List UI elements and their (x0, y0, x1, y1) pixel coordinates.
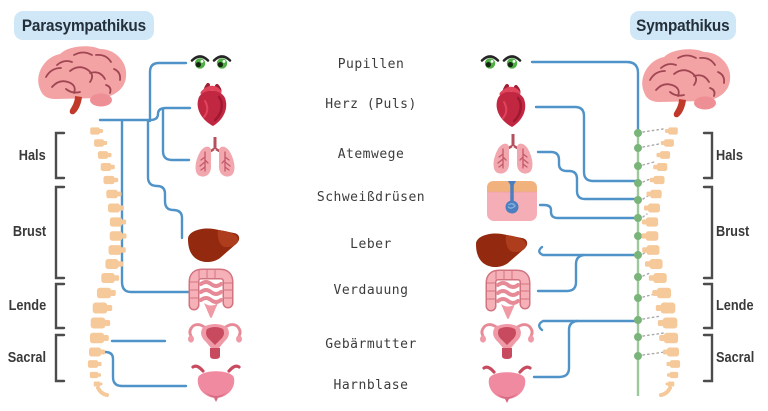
line-uterus-to-trunk (538, 319, 637, 332)
organ-label-schweissdruesen: Schweißdrüsen (316, 190, 426, 205)
liver-icon (188, 228, 240, 263)
segment-label-right-lende: Lende (716, 297, 754, 314)
bracket-right-sacral (702, 333, 714, 383)
line-brain-to-lungs (161, 107, 191, 162)
parasympathetic-lines (98, 61, 192, 388)
title-parasympathikus-label: Parasympathikus (21, 15, 147, 35)
segment-label-left-hals: Hals (19, 147, 46, 164)
uterus-icon-right (478, 322, 536, 361)
brain-icon-right (641, 48, 732, 119)
segment-label-right-hals: Hals (716, 147, 743, 164)
line-brain-to-eyes (148, 61, 188, 123)
organ-label-atemwege: Atemwege (337, 147, 405, 162)
bracket-left-lende (54, 282, 66, 330)
spine-left (87, 127, 127, 397)
liver-icon-right (476, 233, 528, 268)
organ-label-harnblase: Harnblase (333, 378, 409, 393)
eyes-icon (190, 54, 232, 72)
bladder-icon (191, 364, 241, 404)
line-lungs-to-trunk (536, 150, 637, 201)
segment-label-right-brust: Brust (716, 223, 750, 240)
heart-icon (198, 85, 227, 126)
bracket-right-hals (702, 131, 714, 180)
segment-label-right-sacral: Sacral (716, 349, 755, 366)
segment-label-left-lende: Lende (8, 297, 46, 314)
title-sympathikus-label: Sympathikus (636, 15, 730, 35)
line-digestion-to-trunk (536, 253, 586, 293)
intestines-icon-right (487, 271, 529, 319)
title-sympathikus: Sympathikus (630, 11, 736, 40)
line-heart-to-trunk (534, 105, 637, 183)
lungs-icon-right (492, 132, 534, 176)
title-parasympathikus: Parasympathikus (14, 11, 154, 40)
spine-right (641, 127, 681, 397)
sympathetic-lines (530, 60, 640, 379)
line-sacral-to-bladder (103, 350, 188, 388)
bracket-right-brust (702, 185, 714, 280)
line-brain-to-liver (146, 119, 184, 240)
line-brain-to-heart (148, 106, 192, 122)
uterus-icon (186, 322, 244, 361)
segment-label-left-sacral: Sacral (7, 349, 46, 366)
brain-icon (37, 45, 128, 116)
organ-label-gebaermutter: Gebärmutter (325, 337, 417, 352)
eyes-icon-right (480, 54, 522, 72)
lungs-icon (194, 135, 236, 179)
sweat-gland-icon (485, 179, 539, 223)
organ-label-verdauung: Verdauung (333, 283, 409, 298)
segment-brackets-right (702, 131, 714, 383)
bracket-left-brust (54, 185, 66, 280)
trunk-ganglion-dots (634, 129, 642, 360)
intestines-icon (190, 270, 232, 318)
sympathetic-trunk (634, 128, 666, 396)
line-eyes-to-trunk (530, 60, 640, 134)
bracket-left-hals (54, 131, 66, 180)
line-bladder-to-trunk (532, 319, 579, 379)
bracket-left-sacral (54, 333, 66, 383)
line-vagus-to-digestion (120, 119, 191, 294)
organ-label-pupillen: Pupillen (337, 57, 405, 72)
bracket-right-lende (702, 282, 714, 330)
bladder-icon-right (482, 365, 532, 405)
segment-label-left-brust: Brust (12, 223, 46, 240)
segment-brackets-left (54, 131, 66, 383)
organ-label-leber: Leber (350, 237, 392, 252)
line-liver-to-trunk (538, 245, 637, 257)
heart-icon-right (497, 86, 526, 127)
line-sweat-to-trunk (538, 203, 637, 220)
organ-label-herz: Herz (Puls) (325, 97, 417, 112)
